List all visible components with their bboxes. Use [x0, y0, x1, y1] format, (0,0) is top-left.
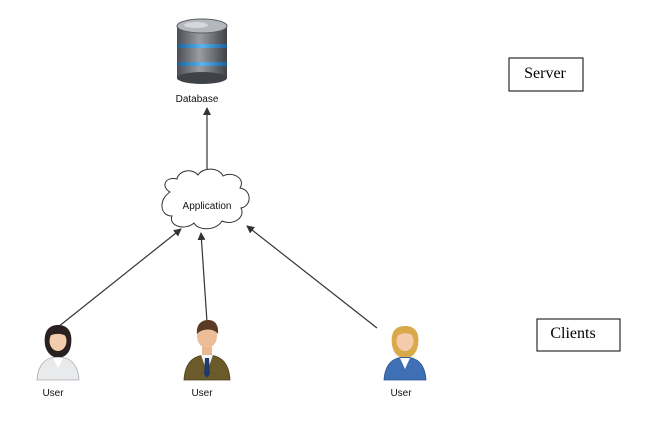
- user-label-2: User: [191, 388, 213, 399]
- female-user-icon: [36, 325, 80, 381]
- female-user-blonde-icon: [383, 326, 427, 381]
- database-label: Database: [176, 94, 219, 105]
- clients-tier-label: Clients: [550, 325, 595, 342]
- user-label-3: User: [390, 388, 412, 399]
- user-label-1: User: [42, 388, 64, 399]
- application-label: Application: [183, 201, 232, 212]
- user-node-3: User: [383, 326, 427, 399]
- edge-user2-to-application: [197, 232, 208, 323]
- database-icon: [176, 18, 228, 84]
- server-tier-box: Server: [508, 57, 584, 92]
- male-user-icon: [183, 320, 231, 381]
- cloud-icon: [161, 168, 250, 230]
- application-node: Application: [161, 168, 250, 230]
- clients-tier-box: Clients: [536, 318, 621, 352]
- user-node-2: User: [183, 320, 231, 399]
- edge-user1-to-application: [57, 228, 182, 328]
- server-tier-label: Server: [524, 65, 566, 82]
- edges: [57, 107, 378, 329]
- edge-user3-to-application: [246, 225, 378, 329]
- user-node-1: User: [36, 325, 80, 399]
- database-node: Database: [176, 18, 228, 105]
